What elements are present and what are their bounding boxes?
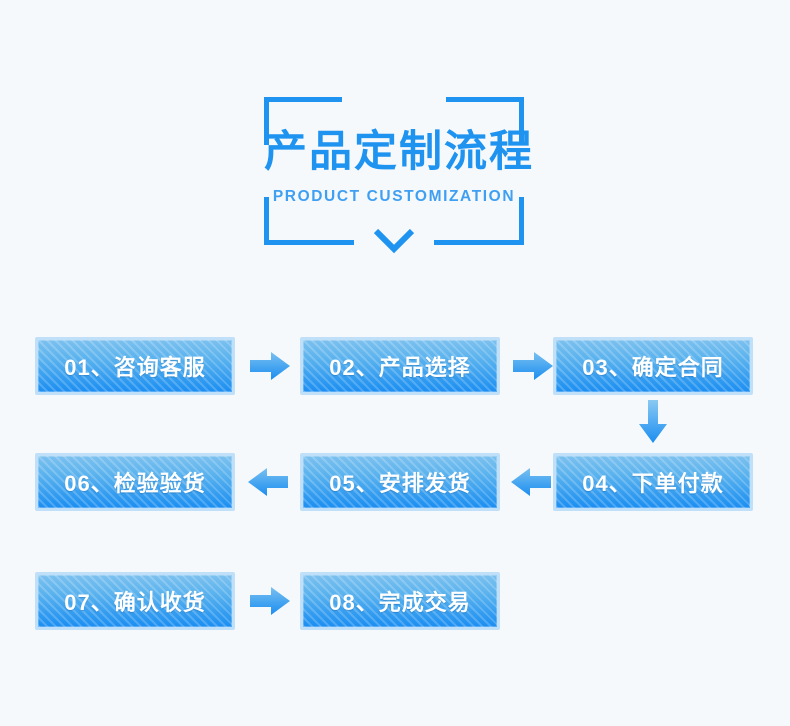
step-label-01: 01、咨询客服 xyxy=(64,355,206,380)
arrow-left-icon-1 xyxy=(248,468,288,496)
bracket-top-left-icon xyxy=(264,97,342,145)
bracket-top-right-icon xyxy=(446,97,524,145)
step-label-07: 07、确认收货 xyxy=(64,590,206,615)
header-banner: 产品定制流程 PRODUCT CUSTOMIZATION xyxy=(264,97,534,254)
step-box-03[interactable]: 03、确定合同 xyxy=(553,337,753,395)
step-box-05[interactable]: 05、安排发货 xyxy=(300,453,500,511)
step-box-01[interactable]: 01、咨询客服 xyxy=(35,337,235,395)
page-subtitle: PRODUCT CUSTOMIZATION xyxy=(272,188,516,205)
step-box-07[interactable]: 07、确认收货 xyxy=(35,572,235,630)
arrow-down-icon xyxy=(639,400,667,443)
step-box-06[interactable]: 06、检验验货 xyxy=(35,453,235,511)
arrow-left-icon-2 xyxy=(511,468,551,496)
bracket-bottom-left-icon xyxy=(264,197,354,245)
step-label-05: 05、安排发货 xyxy=(329,471,471,496)
step-label-04: 04、下单付款 xyxy=(582,471,724,496)
arrow-right-icon-2 xyxy=(513,352,553,380)
bracket-bottom-right-icon xyxy=(434,197,524,245)
page-title: 产品定制流程 xyxy=(264,128,534,176)
step-box-04[interactable]: 04、下单付款 xyxy=(553,453,753,511)
step-label-03: 03、确定合同 xyxy=(582,355,724,380)
step-label-08: 08、完成交易 xyxy=(329,590,471,615)
arrow-right-icon-3 xyxy=(250,587,290,615)
arrow-right-icon-1 xyxy=(250,352,290,380)
step-label-02: 02、产品选择 xyxy=(329,355,471,380)
step-label-06: 06、检验验货 xyxy=(64,471,206,496)
step-box-02[interactable]: 02、产品选择 xyxy=(300,337,500,395)
step-box-08[interactable]: 08、完成交易 xyxy=(300,572,500,630)
chevron-down-icon xyxy=(373,228,415,254)
